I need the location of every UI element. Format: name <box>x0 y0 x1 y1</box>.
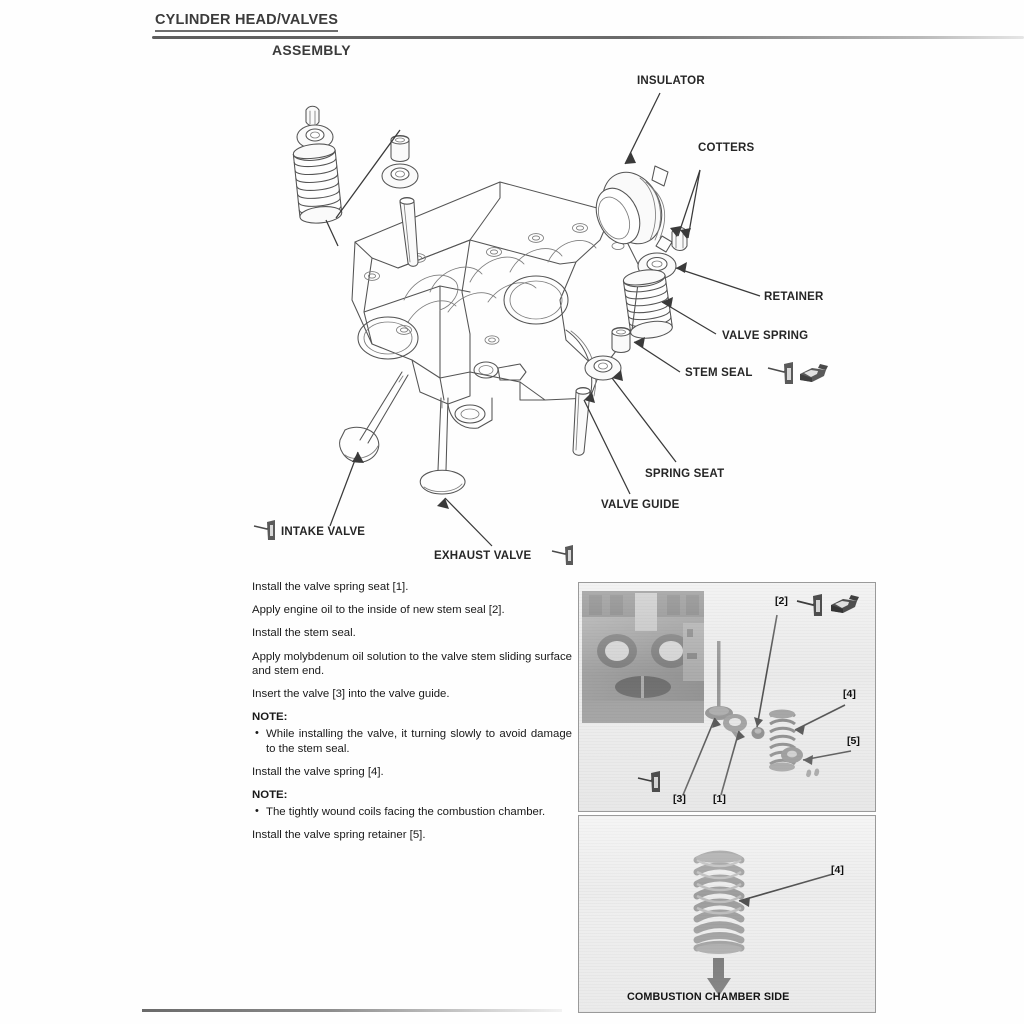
stem-seal-photo <box>751 727 765 739</box>
callout-4: [4] <box>843 688 856 700</box>
oil-applicator-icon <box>551 545 573 565</box>
label-valve-guide: VALVE GUIDE <box>601 499 680 511</box>
cylinder-head-photo <box>582 591 704 723</box>
service-icon-panel-a-valve <box>637 771 660 792</box>
valve-spring-photo <box>769 709 796 772</box>
label-valve-spring: VALVE SPRING <box>722 330 809 342</box>
callout-2: [2] <box>775 595 788 607</box>
service-icons-stem-seal <box>767 362 828 384</box>
exploded-view-drawing <box>292 92 761 547</box>
leader-arrowheads <box>352 152 691 509</box>
procedure-step: Insert the valve [3] into the valve guid… <box>252 688 450 701</box>
right-valve-train-parts <box>572 226 688 456</box>
grease-container-icon <box>800 364 828 382</box>
service-icon-intake-valve <box>253 520 275 540</box>
label-cotters: COTTERS <box>698 142 755 154</box>
leader-lines <box>329 92 761 547</box>
label-intake-valve: INTAKE VALVE <box>281 526 366 538</box>
grease-container-icon <box>831 595 859 613</box>
intake-valve-part <box>339 371 409 463</box>
note-list: The tightly wound coils facing the combu… <box>252 804 572 819</box>
note-list: While installing the valve, it turning s… <box>252 726 572 755</box>
oil-applicator-icon <box>796 594 822 616</box>
note-label: NOTE: <box>252 789 288 802</box>
label-insulator: INSULATOR <box>637 75 705 87</box>
label-spring-seat: SPRING SEAT <box>645 468 725 480</box>
page-header-title: CYLINDER HEAD/VALVES <box>155 12 339 32</box>
procedure-step: Install the valve spring [4]. <box>252 765 384 778</box>
label-stem-seal: STEM SEAL <box>685 367 753 379</box>
header-rule <box>152 36 1024 39</box>
procedure-step: Install the valve spring seat [1]. <box>252 581 409 593</box>
assembly-photo-panel: [2] [4] [5] [3] [1] <box>578 582 876 812</box>
callout-arrowheads <box>712 717 813 765</box>
callout-1: [1] <box>713 793 726 805</box>
oil-applicator-icon <box>767 362 793 384</box>
left-valve-train-parts <box>292 105 419 267</box>
procedure-step: Apply engine oil to the inside of new st… <box>252 604 505 617</box>
label-retainer: RETAINER <box>764 291 824 303</box>
insulator-part <box>595 165 673 253</box>
assembly-photo-image <box>579 583 875 811</box>
callout-4-spring: [4] <box>831 864 844 876</box>
callout-arrowhead <box>739 897 750 907</box>
footer-rule <box>142 1009 562 1012</box>
callout-5: [5] <box>847 735 860 747</box>
procedure-step: Install the valve spring retainer [5]. <box>252 829 426 842</box>
procedure-step: Install the stem seal. <box>252 627 356 640</box>
section-title: ASSEMBLY <box>272 42 351 58</box>
retainer-photo <box>781 747 803 763</box>
label-exhaust-valve: EXHAUST VALVE <box>434 550 532 562</box>
service-icons-panel-a <box>796 594 859 616</box>
oil-applicator-icon <box>253 520 275 540</box>
note-label: NOTE: <box>252 711 288 724</box>
procedure-text-block: Install the valve spring seat [1]. Apply… <box>252 580 572 852</box>
spring-orientation-photo-panel: [4] COMBUSTION CHAMBER SIDE <box>578 815 876 1013</box>
callout-3: [3] <box>673 793 686 805</box>
exhaust-valve-part <box>419 397 466 495</box>
oil-applicator-icon <box>637 771 660 792</box>
note-bullet: The tightly wound coils facing the combu… <box>255 804 572 819</box>
callout-arrow <box>738 873 834 902</box>
combustion-chamber-side-caption: COMBUSTION CHAMBER SIDE <box>627 991 790 1003</box>
note-bullet: While installing the valve, it turning s… <box>255 726 572 755</box>
cylinder-head-body <box>351 181 641 429</box>
direction-arrow <box>707 958 731 996</box>
spring-orientation-image <box>579 816 875 1012</box>
valve-photo <box>705 641 733 720</box>
service-icon-exhaust-valve <box>551 545 573 565</box>
cotters-photo <box>806 768 820 778</box>
procedure-step: Apply molybdenum oil solution to the val… <box>252 650 572 677</box>
